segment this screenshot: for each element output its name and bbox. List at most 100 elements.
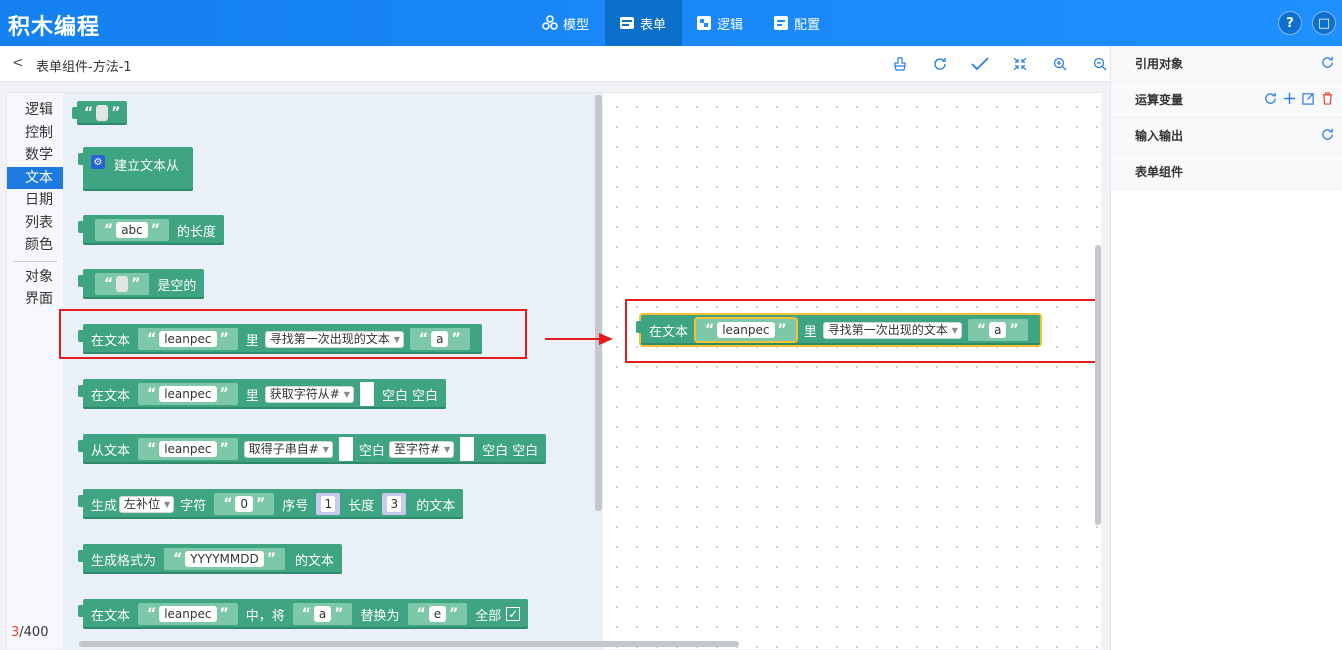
text-indexof-block[interactable]: 在文本 “leanpec” 里 寻找第一次出现的文本▼ “a” <box>78 324 482 354</box>
zoom-out-icon[interactable] <box>1080 54 1120 74</box>
quote-close-icon: ” <box>219 331 229 347</box>
category-date[interactable]: 日期 <box>25 192 53 208</box>
indexof-dropdown[interactable]: 寻找第一次出现的文本▼ <box>264 330 404 348</box>
quote-close-icon: ” <box>266 551 276 567</box>
back-icon[interactable]: < <box>12 55 24 71</box>
canvas-indexof-text-input[interactable]: leanpec <box>717 322 775 338</box>
pad-prefix: 生成 <box>91 498 118 514</box>
substring-text-input[interactable]: leanpec <box>159 441 217 457</box>
nav-config[interactable]: 配置 <box>759 0 836 46</box>
refresh-icon[interactable] <box>920 54 960 74</box>
category-object[interactable]: 对象 <box>25 268 53 285</box>
charat-slot[interactable] <box>359 382 374 406</box>
category-control[interactable]: 控制 <box>25 124 53 141</box>
pad-len-input[interactable]: 3 <box>387 496 402 512</box>
refresh-icon[interactable] <box>1321 56 1334 73</box>
quote-open-icon: “ <box>147 441 157 457</box>
panel-io[interactable]: 输入输出 <box>1111 118 1342 154</box>
flyout-scrollbar[interactable] <box>595 95 602 511</box>
substring-from-value: 取得子串自# <box>248 441 319 456</box>
indexof-arg-input[interactable]: a <box>431 331 449 347</box>
refresh-icon[interactable] <box>1321 128 1334 145</box>
text-replace-block[interactable]: 在文本 “leanpec” 中，将 “a” 替换为 “e” 全部 ✓ <box>77 599 529 629</box>
text-charat-block[interactable]: 在文本 “leanpec” 里 获取字符从#▼ 空白 空白 <box>78 379 446 409</box>
gear-icon[interactable]: ⚙ <box>91 155 105 169</box>
text-pad-block[interactable]: 生成 左补位▼ 字符 “0” 序号 1 长度 3 的文本 <box>77 489 464 519</box>
breadcrumb: 表单组件-方法-1 <box>36 60 132 75</box>
canvas-indexof-arg-input[interactable]: a <box>989 322 1007 338</box>
help-icon[interactable]: ? <box>1278 11 1302 35</box>
top-right-actions: ? □ <box>1278 11 1336 35</box>
check-icon[interactable] <box>960 54 1000 74</box>
pad-char-input[interactable]: 0 <box>235 496 254 512</box>
panel-form-components-label: 表单组件 <box>1135 165 1184 179</box>
canvas-indexof-block[interactable]: 在文本 “leanpec” 里 寻找第一次出现的文本▼ “a” <box>636 315 1040 345</box>
quote-open-icon: “ <box>416 606 426 622</box>
replace-from-input[interactable]: a <box>313 606 332 622</box>
quote-close-icon: ” <box>131 276 141 292</box>
workspace: 逻辑 控制 数学 文本 日期 列表 颜色 对象 界面 3/400 “” ⚙ 建立… <box>0 82 1110 650</box>
text-isempty-block[interactable]: “” 是空的 <box>77 269 205 299</box>
text-isempty-input[interactable] <box>116 276 129 292</box>
category-math[interactable]: 数学 <box>25 147 53 163</box>
chevron-down-icon: ▼ <box>322 444 329 454</box>
quote-open-icon: “ <box>418 331 429 347</box>
charat-text-input[interactable]: leanpec <box>159 386 217 402</box>
delete-icon[interactable] <box>1321 92 1334 109</box>
indexof-dropdown-value: 寻找第一次出现的文本 <box>269 331 390 346</box>
replace-to-input[interactable]: e <box>428 606 447 622</box>
blockly-area: 逻辑 控制 数学 文本 日期 列表 颜色 对象 界面 3/400 “” ⚙ 建立… <box>6 92 1101 649</box>
replace-prefix: 在文本 <box>91 608 131 624</box>
substring-dropdown-to[interactable]: 至字符#▼ <box>388 440 455 458</box>
category-ui[interactable]: 界面 <box>25 291 53 307</box>
category-text[interactable]: 文本 <box>7 166 63 189</box>
text-length-block[interactable]: “abc” 的长度 <box>78 215 224 245</box>
panel-ref-objects[interactable]: 引用对象 <box>1111 46 1342 82</box>
replace-mid: 中，将 <box>245 608 285 624</box>
charat-blank1: 空白 <box>381 388 408 404</box>
quote-close-icon: ” <box>334 606 344 622</box>
nav-logic-label: 逻辑 <box>717 17 744 33</box>
canvas-indexof-dropdown[interactable]: 寻找第一次出现的文本▼ <box>822 321 962 339</box>
charat-dropdown-value: 获取字符从# <box>269 386 340 401</box>
canvas-indexof-prefix: 在文本 <box>649 324 689 340</box>
category-logic[interactable]: 逻辑 <box>25 102 53 118</box>
nav-model[interactable]: 模型 <box>528 0 605 46</box>
nav-form[interactable]: 表单 <box>605 0 683 46</box>
create-text-block[interactable]: ⚙ 建立文本从 <box>78 147 193 191</box>
panel-variables[interactable]: 运算变量 <box>1111 82 1342 118</box>
text-format-block[interactable]: 生成格式为 “YYYYMMDD” 的文本 <box>78 544 342 574</box>
replace-text-input[interactable]: leanpec <box>159 606 217 622</box>
clean-icon[interactable] <box>880 54 920 74</box>
charat-dropdown[interactable]: 获取字符从#▼ <box>264 385 354 403</box>
add-icon[interactable] <box>1283 92 1296 109</box>
indexof-text-input[interactable]: leanpec <box>159 331 217 347</box>
edit-icon[interactable] <box>1302 92 1315 109</box>
category-color[interactable]: 颜色 <box>25 237 53 253</box>
canvas-vertical-scrollbar[interactable] <box>1095 245 1101 525</box>
substring-blank1: 空白 <box>358 443 385 459</box>
text-literal-block[interactable]: “” <box>71 101 128 125</box>
config-icon <box>773 15 789 31</box>
text-length-label: 的长度 <box>176 224 216 240</box>
horizontal-scrollbar[interactable] <box>79 641 739 647</box>
replace-all-checkbox[interactable]: ✓ <box>506 607 521 621</box>
pad-seq-input[interactable]: 1 <box>321 496 336 512</box>
substring-dropdown-from[interactable]: 取得子串自#▼ <box>243 440 333 458</box>
shrink-icon[interactable] <box>1000 54 1040 74</box>
format-input[interactable]: YYYYMMDD <box>185 551 264 567</box>
nav-logic[interactable]: 逻辑 <box>682 0 759 46</box>
text-length-input[interactable]: abc <box>116 222 148 238</box>
block-canvas[interactable] <box>603 93 1101 649</box>
window-icon[interactable]: □ <box>1312 11 1336 35</box>
panel-form-components[interactable]: 表单组件 <box>1111 154 1342 190</box>
pad-dropdown[interactable]: 左补位▼ <box>119 495 175 513</box>
substring-slot-from[interactable] <box>338 437 353 461</box>
refresh-icon[interactable] <box>1264 92 1277 109</box>
quote-close-icon: ” <box>219 441 229 457</box>
zoom-in-icon[interactable] <box>1040 54 1080 74</box>
category-list[interactable]: 列表 <box>25 214 53 231</box>
substring-slot-to[interactable] <box>460 437 475 461</box>
text-substring-block[interactable]: 从文本 “leanpec” 取得子串自#▼ 空白 至字符#▼ 空白 空白 <box>77 434 547 464</box>
text-literal-value[interactable] <box>96 105 109 121</box>
